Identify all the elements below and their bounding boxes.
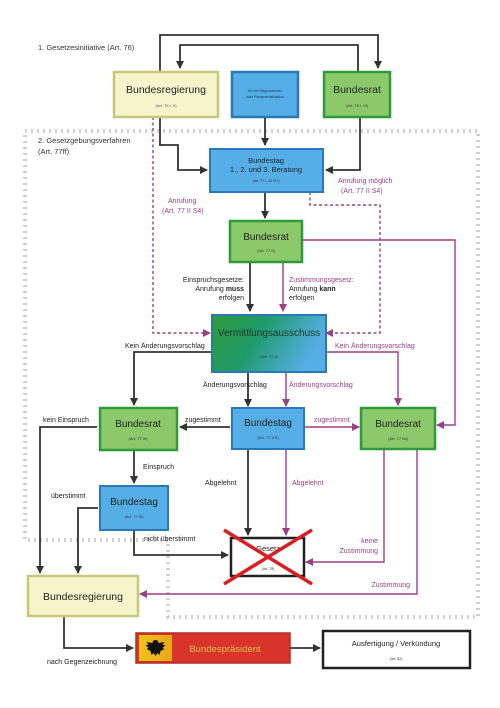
node-ref: (Art. 77 II 5) [257, 435, 279, 440]
node-title: Bundesrat [375, 419, 421, 430]
edge-nicht-ueberstimmt [133, 530, 229, 559]
label-nicht-ueberstimmt: nicht überstimmt [144, 536, 195, 543]
label-einspruch-anrufung: Anrufung muss [195, 286, 244, 293]
node-title: Bundesregierung [126, 84, 206, 96]
node-bundestag-center: Bundestag (Art. 77 II 5) [231, 407, 305, 450]
label-aenderung-purple: Änderungsvorschlag [289, 381, 353, 389]
node-gesetz: Gesetz (Art. 78) [223, 528, 313, 586]
edge-anrufung-left [152, 117, 211, 337]
edge-kein-aenderung-right [326, 351, 402, 406]
node-bundesrat-right: Bundesrat (Art. 77 IIa) [359, 406, 437, 451]
node-title: Bundestag [244, 418, 292, 429]
node-title: Bundesregierung [43, 591, 123, 603]
edge-gegenzeichnung [63, 616, 134, 652]
procedure-area-border [23, 129, 480, 619]
label-einspruch-erfolgen: erfolgen [219, 295, 244, 302]
eagle-icon [139, 635, 172, 661]
node-title: Bundespräsident [189, 644, 261, 655]
node-ref: (Art. 82) [390, 657, 403, 661]
edge-bundesrat-to-bundestag [325, 117, 361, 174]
node-title: Ausfertigung / Verkündung [352, 639, 440, 648]
black-connectors [36, 34, 382, 652]
purple-connectors [139, 117, 456, 598]
rejected-cross-icon [223, 528, 313, 586]
label-anrufung-left-ref: (Art. 77 II S4) [162, 208, 204, 215]
label-anrufung-left: Anrufung [168, 198, 197, 205]
node-abgeordnete: 5% der Abgeordneten oder Parlamentsfrakt… [230, 70, 300, 119]
label-kann: kann [319, 286, 335, 293]
node-ref: (Art. 77 I, 42 III?) [253, 179, 280, 183]
node-title: Bundesrat [115, 419, 161, 430]
label-keine-zustimmung: Zustimmung [339, 548, 378, 555]
node-bundesregierung-bottom: Bundesregierung [26, 574, 140, 618]
edge-anrufung-right [309, 192, 381, 337]
node-title: Bundesrat [333, 84, 381, 96]
label-einspruchsgesetze: Einspruchsgesetze: [183, 277, 244, 284]
label-anrufung-word: Anrufung [195, 286, 225, 293]
edge-kein-aenderung-left [130, 351, 212, 406]
section-initiative-heading: 1. Gesetzesinitiative (Art. 76) [38, 43, 135, 52]
label-ueberstimmt: überstimmt [51, 493, 86, 500]
node-line2: 1., 2. und 3. Beratung [230, 165, 302, 174]
node-bundespraesident: Bundespräsident [135, 632, 291, 664]
node-bundestag-lower: Bundestag (Art. 77 III) [99, 485, 169, 531]
label-gegenzeichnung: nach Gegenzeichnung [47, 659, 117, 666]
label-anrufung-right-ref: (Art. 77 II S4) [341, 188, 383, 195]
node-title: Bundestag [110, 497, 158, 508]
label-keine: keine [361, 538, 378, 545]
node-bundesrat-top: Bundesrat (Art. 76 I, III) [322, 70, 392, 119]
edge-bundesrat-bundesregierung-top [176, 44, 359, 72]
node-ref: (Art. 77 III) [129, 436, 149, 441]
node-ref: (Art. 76 I, II) [155, 103, 177, 108]
node-bundesregierung-top: Bundesregierung (Art. 76 I, II) [112, 70, 220, 119]
label-kein-aenderung-left: Kein Änderungsvorschlag [125, 342, 205, 350]
label-aenderung-black: Änderungsvorschlag [203, 381, 267, 389]
label-einspruch: Einspruch [143, 464, 174, 471]
node-ref: (Art. 78) [262, 567, 275, 571]
label-anrufung-right: Anrufung möglich [338, 178, 393, 185]
node-ref: (Art. 76 I, III) [346, 103, 369, 108]
label-muss: muss [226, 286, 244, 293]
node-ref: (Art. 77 IIa) [388, 436, 409, 441]
node-ausfertigung: Ausfertigung / Verkündung (Art. 82) [321, 629, 472, 670]
label-zustimmungsgesetz: Zustimmungsgesetz: [289, 277, 354, 284]
edge-keine-zustimmung [305, 449, 385, 566]
label-kein-aenderung-right: Kein Änderungsvorschlag [335, 342, 415, 350]
node-line1: 5% der Abgeordneten [248, 89, 283, 93]
node-ref: (Art. 77 III) [125, 514, 145, 519]
edge-bundesregierung-bundesrat-top [159, 34, 382, 72]
label-anrufung-word: Anrufung [289, 286, 319, 293]
label-abgelehnt-purple: Abgelehnt [292, 480, 324, 487]
node-title: Vermittlungsausschuss [218, 328, 320, 339]
node-title: Gesetz [256, 544, 280, 553]
node-title: Bundesrat [243, 232, 289, 243]
edge-bundesrat-mid-to-right [302, 239, 456, 429]
section-procedure-heading: 2. Gesetzgebungsverfahren [38, 136, 131, 145]
node-ref: (Art. 77 II) [257, 248, 275, 253]
edge-kein-einspruch [36, 426, 97, 574]
label-zugestimmt-left: zugestimmt [185, 417, 221, 424]
node-vermittlungsausschuss: Vermittlungsausschuss (Art. 77 II) [211, 314, 327, 373]
edge-ueberstimmt [74, 507, 98, 574]
label-zugestimmt-right: zugestimmt [314, 417, 350, 424]
label-abgelehnt-black: Abgelehnt [205, 480, 237, 487]
node-line2: oder Parlamentsfraktion [246, 95, 284, 99]
node-line1: Bundestag [248, 156, 284, 165]
label-zustimmung-anrufung: Anrufung kann [289, 286, 336, 293]
label-kein-einspruch: kein Einspruch [43, 417, 89, 424]
node-ref: (Art. 77 II) [260, 354, 278, 359]
label-zustimmung-erfolgen: erfolgen [289, 295, 314, 302]
label-zustimmung: Zustimmung [371, 582, 410, 589]
node-bundesrat-left: Bundesrat (Art. 77 III) [98, 406, 179, 452]
edge-bundesregierung-to-bundestag [159, 117, 208, 174]
node-bundestag-beratung: Bundestag 1., 2. und 3. Beratung (Art. 7… [209, 148, 324, 193]
edge-zustimmung [139, 449, 418, 598]
section-procedure-ref: (Art. 77ff) [38, 147, 70, 156]
node-bundesrat-mid: Bundesrat (Art. 77 II) [228, 219, 304, 264]
